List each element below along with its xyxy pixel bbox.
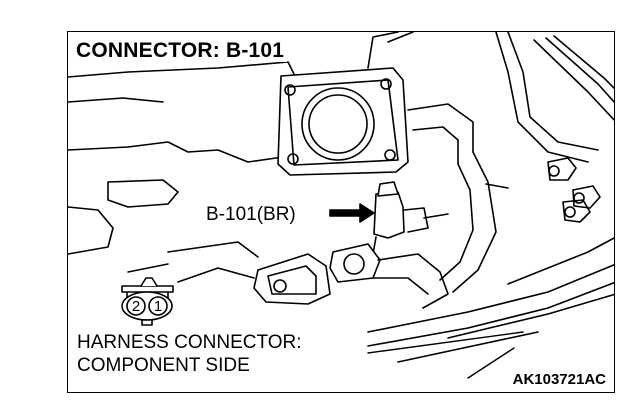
right-mounting-brackets (547, 157, 601, 223)
harness-connector-symbol: 2 1 (121, 277, 174, 326)
lower-manifold (127, 241, 449, 309)
pin-label: 1 (154, 298, 162, 315)
throttle-body (277, 32, 414, 176)
component-callout-label: B-101(BR) (206, 204, 296, 225)
connector-title: CONNECTOR: B-101 (75, 40, 288, 62)
callout-arrow (329, 203, 375, 223)
pin-label: 2 (132, 298, 140, 315)
engine-block-outline (68, 61, 304, 255)
b101-component (362, 181, 449, 263)
leader-lines (367, 331, 524, 379)
harness-caption-line2: COMPONENT SIDE (77, 355, 250, 376)
diagram-frame: 2 1 CONNECTOR: B-101 B-101(BR) HARNESS C… (67, 31, 615, 393)
harness-caption-line1: HARNESS CONNECTOR: (77, 332, 302, 353)
figure-code: AK103721AC (512, 371, 606, 388)
lower-right-hoses (367, 237, 614, 363)
engine-bay-illustration: 2 1 (68, 32, 614, 379)
intake-pipes (407, 32, 614, 293)
